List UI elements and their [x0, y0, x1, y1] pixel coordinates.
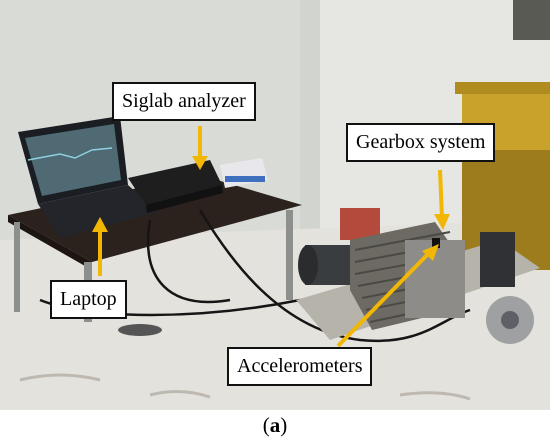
cabinet-top — [455, 82, 550, 94]
accelerometers-label: Accelerometers — [227, 347, 373, 386]
laptop-display — [25, 124, 121, 196]
laptop-label: Laptop — [50, 280, 127, 319]
caption-open-paren: ( — [262, 413, 270, 437]
wall-box — [513, 0, 550, 40]
gear-disc-hub — [501, 311, 519, 329]
arrow-gearbox-head — [434, 214, 450, 230]
arrow-siglab-head — [192, 156, 208, 170]
rig-small-box — [340, 208, 380, 240]
analyzer-body — [128, 160, 222, 205]
arrow-laptop-head — [92, 217, 108, 232]
caption-letter: a — [269, 413, 281, 437]
chair-base — [118, 324, 162, 336]
arrow-accelerometers-head — [422, 244, 439, 261]
accelerometer-sensor — [432, 238, 440, 248]
gear-housing-right — [480, 232, 515, 287]
figure-caption: (a) — [0, 413, 550, 438]
laptop-base — [38, 185, 158, 238]
arrow-gearbox — [438, 169, 444, 219]
table-leg-right — [286, 210, 293, 300]
floor-marks — [19, 373, 471, 401]
siglab-label: Siglab analyzer — [112, 82, 256, 121]
table-leg-back — [14, 222, 20, 312]
analyzer-front — [146, 185, 223, 213]
callout-arrows — [92, 126, 450, 348]
table-top — [8, 175, 302, 262]
motor-end — [298, 245, 318, 285]
laptop-display-trace — [27, 147, 113, 161]
arrow-accelerometers — [336, 250, 432, 348]
wall-corner — [300, 0, 320, 245]
table-edge — [8, 215, 92, 270]
gearbox-label: Gearbox system — [346, 123, 496, 162]
caption-close-paren: ) — [280, 413, 288, 437]
signal-box-stripe — [225, 176, 265, 182]
